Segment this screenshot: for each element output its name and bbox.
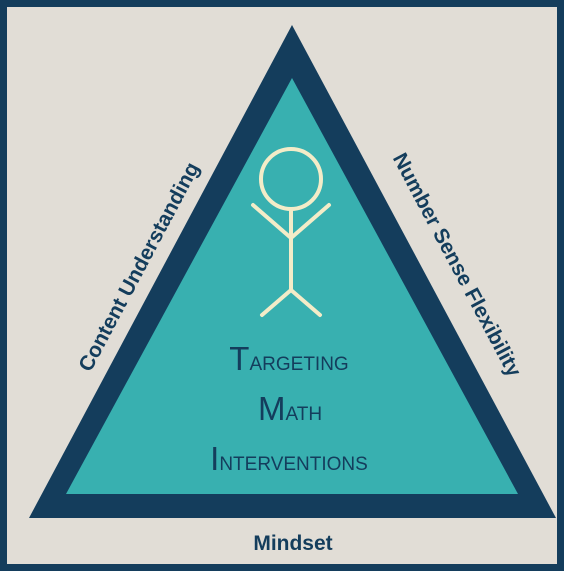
- base-label: Mindset: [253, 532, 332, 555]
- title-initial: T: [229, 340, 249, 377]
- title-initial: M: [258, 390, 286, 427]
- title-rest: ARGETING: [249, 354, 348, 375]
- title-rest: NTERVENTIONS: [219, 454, 368, 475]
- stick-figure-icon: [251, 147, 331, 317]
- title-line-interventions: INTERVENTIONS: [210, 440, 368, 477]
- title-rest: ATH: [285, 404, 322, 425]
- title-initial: I: [210, 440, 219, 477]
- title-line-math: MATH: [258, 390, 322, 427]
- title-line-targeting: TARGETING: [229, 340, 348, 377]
